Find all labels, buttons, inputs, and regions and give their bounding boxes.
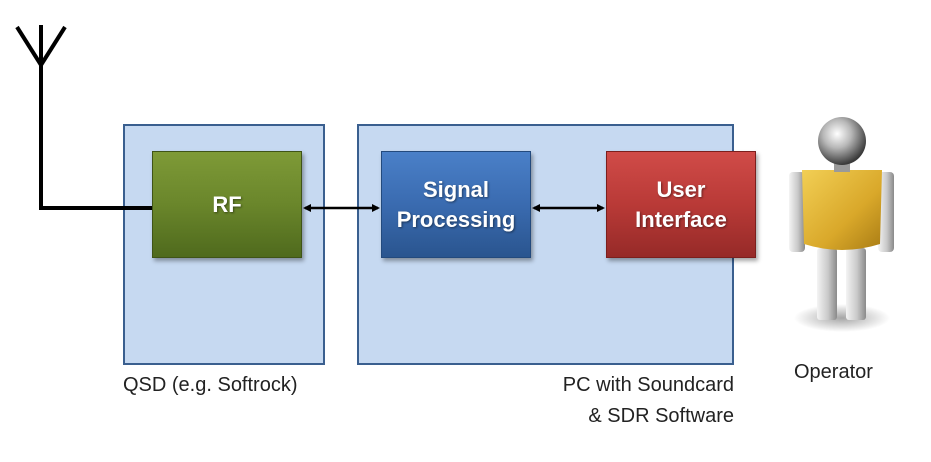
person-figure-icon [789,117,894,332]
signal-processing-label-line1: Signal [422,176,489,202]
rf-block: RF [152,151,302,258]
antenna-icon [15,25,67,208]
user-interface-block: User Interface [606,151,756,258]
signal-processing-label-line2: Processing [396,206,516,232]
user-interface-label-line1: User [656,176,706,202]
user-interface-label-line2: Interface [635,206,727,232]
rf-block-label: RF [212,191,242,217]
operator-caption: Operator [794,361,873,383]
signal-processing-block: Signal Processing [381,151,531,258]
pc-caption-line1: PC with Soundcard [562,374,734,396]
pc-caption-line2: & SDR Software [588,405,734,427]
qsd-caption: QSD (e.g. Softrock) [123,374,298,396]
